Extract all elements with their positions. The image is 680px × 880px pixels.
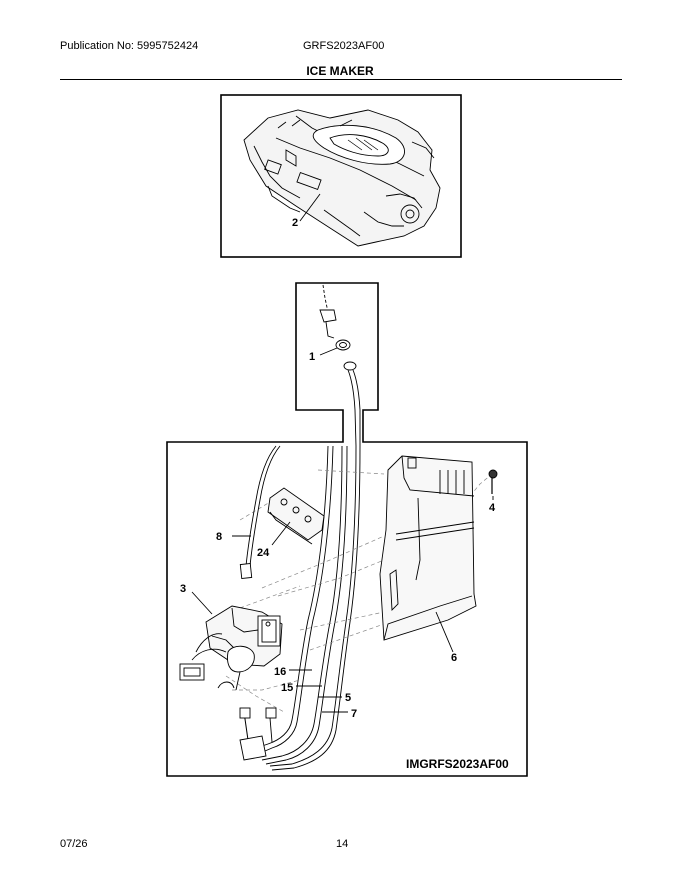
ice-housing-drawing bbox=[379, 455, 477, 641]
callout-3: 3 bbox=[180, 583, 186, 595]
callout-1: 1 bbox=[309, 351, 315, 363]
model-number: GRFS2023AF00 bbox=[303, 40, 385, 52]
image-identifier: IMGRFS2023AF00 bbox=[406, 757, 509, 771]
lower-assembly-frame bbox=[166, 282, 528, 777]
footer-date: 07/26 bbox=[60, 838, 88, 850]
water-tubing-drawing bbox=[239, 445, 361, 771]
leader-line-2 bbox=[299, 193, 321, 222]
callout-15: 15 bbox=[281, 682, 293, 694]
wire-harness-drawing bbox=[239, 445, 281, 579]
callout-5: 5 bbox=[345, 692, 351, 704]
fill-tube-top-drawing bbox=[319, 284, 361, 447]
callout-4: 4 bbox=[489, 502, 496, 514]
callout-6: 6 bbox=[451, 652, 457, 664]
callout-2: 2 bbox=[292, 217, 298, 229]
page-number: 14 bbox=[336, 838, 349, 850]
callout-16: 16 bbox=[274, 666, 286, 678]
leader-line-24 bbox=[271, 521, 291, 546]
callout-8: 8 bbox=[216, 531, 222, 543]
leader-line-3 bbox=[191, 591, 213, 615]
icemaker-assembly-drawing bbox=[243, 109, 441, 247]
screw-drawing bbox=[488, 469, 498, 494]
explode-guides bbox=[225, 469, 493, 713]
publication-number: Publication No: 5995752424 bbox=[60, 40, 199, 52]
callout-7: 7 bbox=[351, 708, 357, 720]
leader-line-1 bbox=[319, 347, 338, 356]
callout-24: 24 bbox=[257, 547, 270, 559]
icemaker-frame bbox=[220, 94, 462, 258]
section-title: ICE MAKER bbox=[306, 64, 374, 78]
water-valve-drawing bbox=[179, 605, 283, 691]
header-rule bbox=[60, 79, 622, 80]
clip-bracket-drawing bbox=[267, 487, 325, 545]
leader-line-6 bbox=[435, 611, 454, 653]
